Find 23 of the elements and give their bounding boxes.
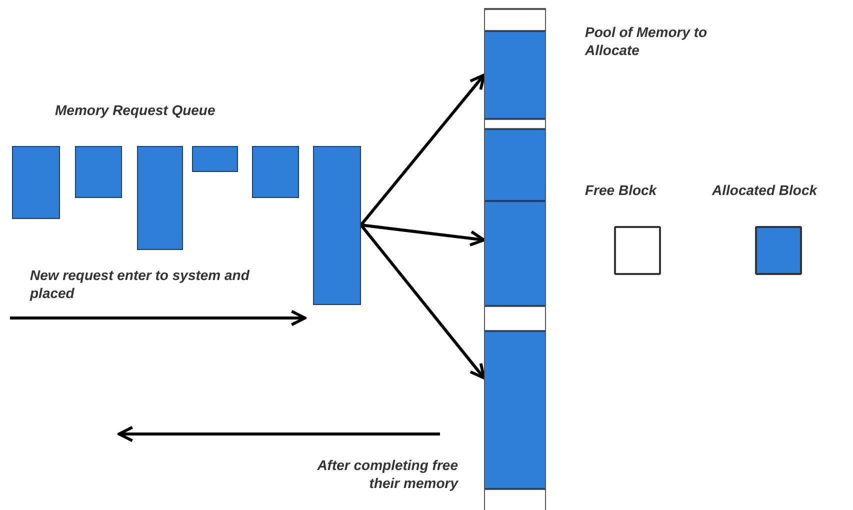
note-text: After completing free their memory	[316, 456, 458, 492]
arrow	[10, 310, 306, 326]
legend-label: Allocated Block	[712, 181, 818, 199]
edge-label: New request enter to system and placed	[30, 266, 251, 302]
queue-heading: Memory Request Queue	[55, 101, 216, 119]
free-block	[485, 489, 545, 510]
allocated-block	[485, 331, 545, 489]
request-block	[252, 146, 299, 198]
pool-heading: Pool of Memory to Allocate	[585, 23, 708, 59]
arrow	[360, 224, 486, 246]
free-block	[485, 9, 545, 31]
request-block	[12, 146, 60, 219]
allocated-block	[485, 129, 545, 201]
arrow	[360, 224, 486, 380]
request-block	[75, 146, 122, 198]
allocated-block	[485, 201, 545, 306]
request-block	[192, 146, 238, 172]
free-block	[485, 306, 545, 331]
arrow	[360, 74, 486, 226]
free-block	[485, 119, 545, 129]
request-block	[313, 146, 361, 305]
request-block	[137, 146, 183, 250]
allocated-block	[485, 31, 545, 119]
